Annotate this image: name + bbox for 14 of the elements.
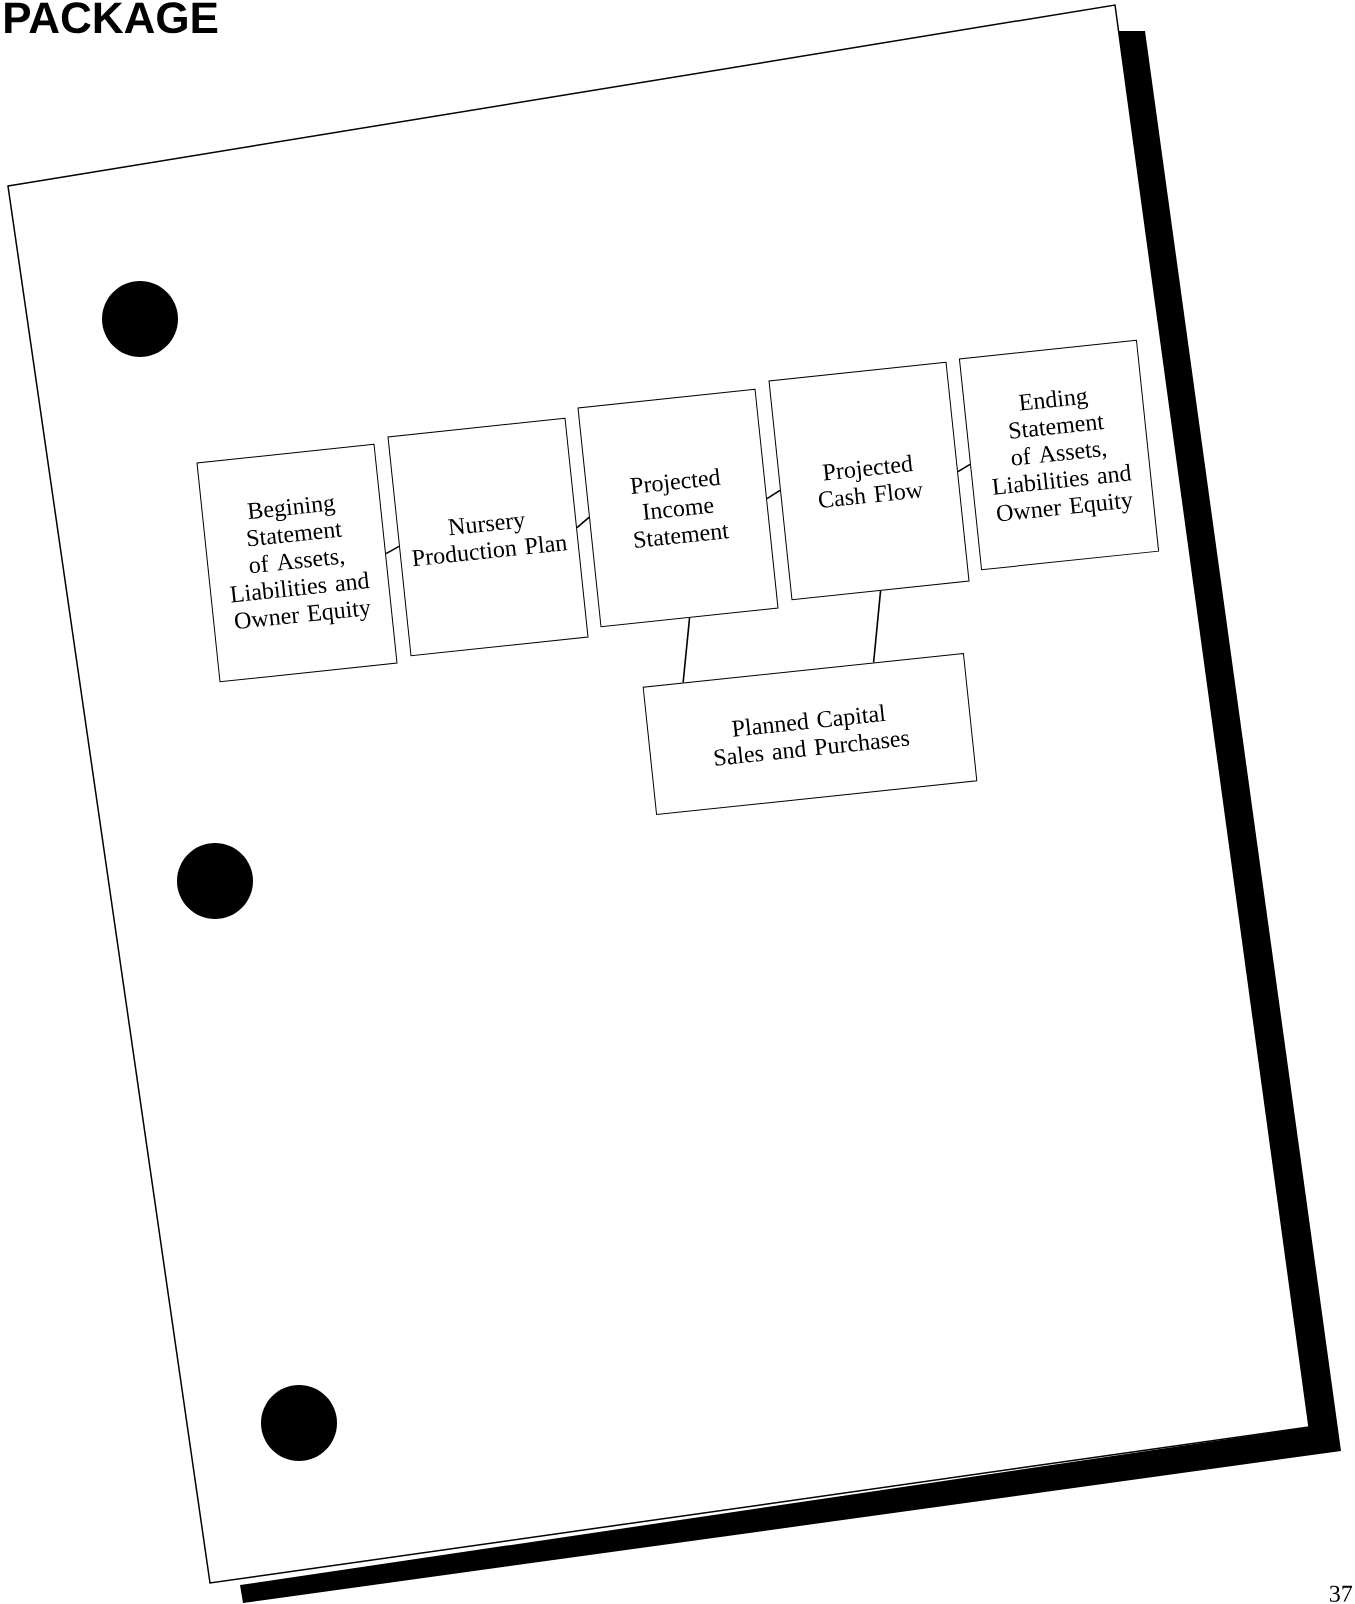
process-box: Projected Income Statement: [577, 388, 779, 628]
connector-line: [766, 489, 781, 500]
connector-line: [957, 463, 971, 473]
process-box: Ending Statement of Assets, Liabilities and Owner Equity: [958, 339, 1160, 571]
connector-line: [872, 590, 882, 664]
connector-line: [385, 545, 400, 555]
page-number: 37: [1329, 1585, 1353, 1602]
connector-line: [682, 617, 691, 684]
connector-line: [576, 516, 590, 529]
process-box: Projected Cash Flow: [768, 361, 970, 601]
process-box: Begining Statement of Assets, Liabilities and Owner Equity: [196, 443, 398, 683]
title: PACKAGE: [5, 2, 218, 34]
process-box: Nursery Production Plan: [387, 417, 589, 657]
process-box: Planned Capital Sales and Purchases: [642, 653, 978, 815]
